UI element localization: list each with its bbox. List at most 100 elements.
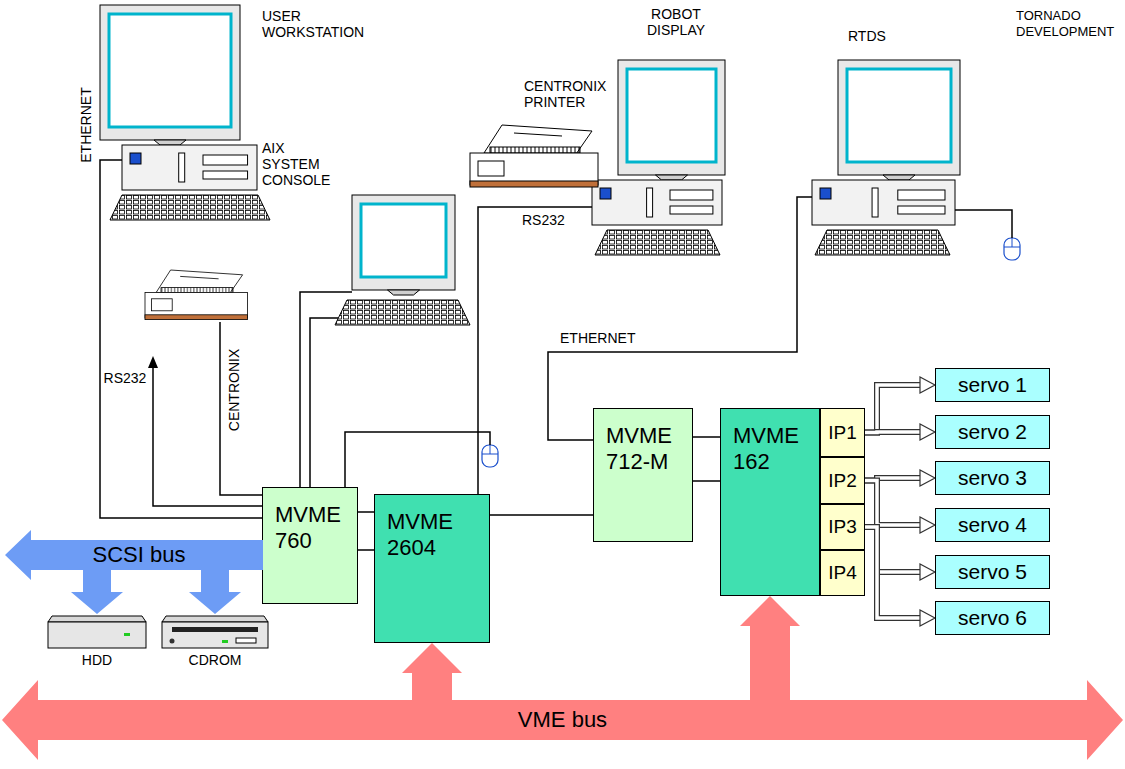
board-name: MVME 2604 (387, 509, 465, 561)
ip-module: IP1 (820, 408, 865, 457)
servo-arrow-core (865, 385, 921, 433)
cable-label: RS232 (522, 212, 565, 228)
servo-label: servo 1 (958, 373, 1027, 397)
bus-label: SCSI bus (93, 542, 186, 568)
station-label: CENTRONIX PRINTER (524, 78, 612, 110)
computer-case (812, 180, 955, 225)
arrowhead (920, 610, 935, 626)
board-box: MVME 162 (720, 408, 820, 596)
cable-label: CENTRONIX (226, 349, 242, 431)
servo-arrow-outline (865, 481, 921, 526)
station-label: RTDS (848, 28, 886, 44)
keyboard-icon (595, 230, 720, 255)
ip-module: IP2 (820, 457, 865, 504)
board-box: MVME 712-M (593, 408, 693, 542)
device-label: HDD (82, 652, 112, 668)
monitor-icon (100, 5, 240, 145)
servo-arrow-core (865, 481, 921, 526)
keyboard-icon (335, 300, 470, 325)
monitor-icon (838, 60, 960, 180)
arrowhead (920, 470, 935, 486)
cable-wire (478, 207, 593, 515)
cable-wire (153, 366, 262, 506)
backplane-link (358, 512, 374, 513)
servo-arrow (865, 527, 935, 626)
servo-label: servo 4 (958, 513, 1027, 537)
backplane-line (693, 480, 720, 482)
board-name: MVME 162 (733, 423, 811, 475)
ip-label: IP3 (828, 516, 857, 538)
mouse-icon (1004, 238, 1020, 260)
vme-bus-band: VME bus (0, 680, 1125, 760)
ip-label: IP1 (828, 422, 857, 444)
arrowhead (920, 377, 935, 393)
printer-icon (470, 125, 598, 187)
cable-wire (220, 322, 262, 495)
cdrom-icon (162, 616, 268, 648)
bus-arrow (402, 643, 462, 702)
servo-arrow-core (865, 430, 921, 434)
ip-label: IP4 (828, 562, 857, 584)
cable-label: RS232 (104, 370, 147, 386)
servo-arrow-outline (865, 385, 921, 433)
servo-box: servo 6 (935, 601, 1050, 635)
computer-case (592, 180, 722, 225)
cable-wires (100, 160, 1012, 518)
device-label: CDROM (189, 652, 242, 668)
backplane-link (693, 481, 720, 482)
keyboard-icon (815, 230, 950, 255)
cable-wire (548, 197, 812, 440)
board-box: MVME 760 (262, 487, 358, 604)
arrowhead (920, 564, 935, 580)
scsi-drop-arrow (71, 565, 123, 614)
ip-module: IP4 (820, 550, 865, 596)
backplane-line (358, 511, 374, 513)
bus-arrow (740, 596, 800, 702)
servo-label: servo 3 (958, 466, 1027, 490)
servo-label: servo 5 (958, 560, 1027, 584)
board-name: MVME 760 (275, 502, 349, 554)
servo-arrow-core (865, 527, 921, 618)
backplane-link (693, 437, 720, 438)
servo-box: servo 2 (935, 415, 1050, 449)
servo-box: servo 1 (935, 368, 1050, 402)
backplane-line (693, 436, 720, 438)
station-label: ROBOT DISPLAY (640, 6, 712, 38)
servo-box: servo 4 (935, 508, 1050, 542)
mouse-icon (482, 445, 498, 467)
cable-wire (345, 432, 490, 487)
arrowhead (920, 424, 935, 440)
bus-arrow-path (402, 643, 462, 702)
cable-wire (300, 292, 352, 487)
cable-wire (100, 160, 262, 518)
scsi-bus-band: SCSI bus (5, 530, 263, 580)
station-label: AIX SYSTEM CONSOLE (262, 140, 334, 188)
backplane-line (358, 549, 374, 551)
cable-arrowhead (148, 356, 158, 368)
servo-label: servo 2 (958, 420, 1027, 444)
hdd-icon (48, 616, 146, 648)
servo-arrow (865, 424, 935, 440)
bus-label: VME bus (518, 707, 607, 733)
keyboard-icon (110, 195, 270, 220)
station-label: USER WORKSTATION (262, 8, 372, 40)
servo-label: servo 6 (958, 606, 1027, 630)
cable-label: ETHERNET (560, 330, 635, 346)
board-box: MVME 2604 (374, 494, 490, 643)
ip-module: IP3 (820, 504, 865, 550)
servo-box: servo 3 (935, 461, 1050, 495)
board-name: MVME 712-M (606, 423, 684, 475)
servo-arrow-core (865, 527, 921, 572)
computer-case (122, 145, 257, 190)
servo-arrow-outline (865, 429, 921, 436)
ip-label: IP2 (828, 470, 857, 492)
cable-label: ETHERNET (78, 87, 94, 162)
servo-box: servo 5 (935, 555, 1050, 589)
monitor-icon (352, 195, 455, 295)
station-label: TORNADO DEVELOPMENT (1016, 8, 1120, 40)
arrowhead (920, 517, 935, 533)
monitor-icon (618, 60, 725, 180)
servo-arrow-outline (865, 527, 921, 618)
